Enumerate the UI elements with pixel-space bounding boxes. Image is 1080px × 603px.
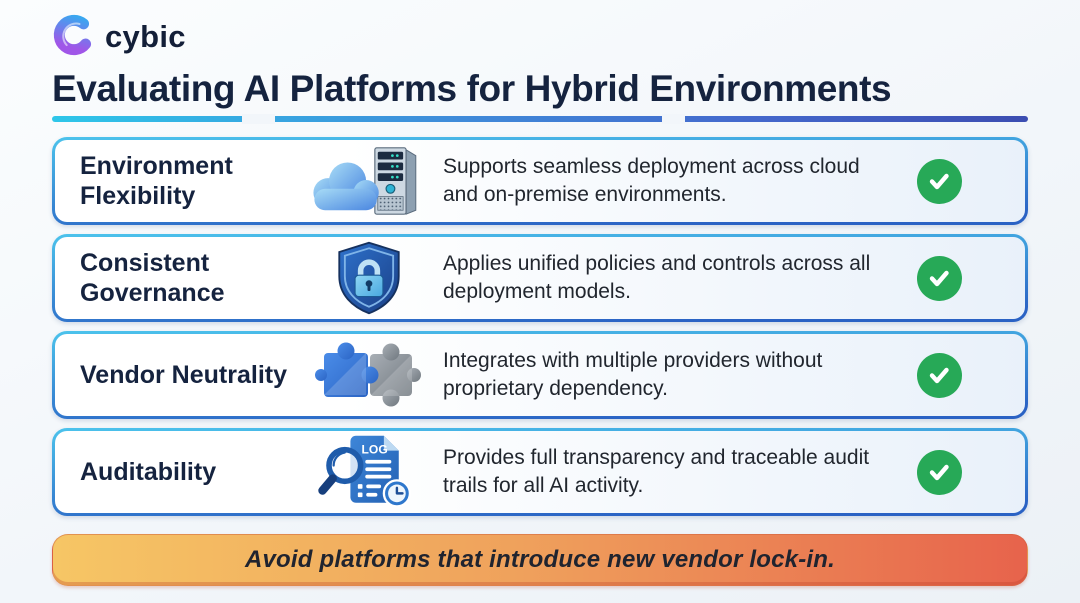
puzzle-pieces-icon: [295, 338, 443, 412]
criteria-row-auditability: Auditability LOG: [52, 428, 1028, 516]
row-title: Environment Flexibility: [80, 151, 233, 211]
cloud-server-icon: [295, 142, 443, 220]
warning-banner: Avoid platforms that introduce new vendo…: [52, 534, 1028, 586]
criteria-row-vendor-neutrality: Vendor Neutrality: [52, 331, 1028, 419]
row-title: Vendor Neutrality: [80, 360, 287, 389]
warning-banner-text: Avoid platforms that introduce new vendo…: [244, 546, 836, 573]
criteria-row-consistent-governance: Consistent Governance: [52, 234, 1028, 322]
shield-lock-icon: [295, 239, 443, 317]
page-title: Evaluating AI Platforms for Hybrid Envir…: [52, 68, 892, 109]
row-description: Supports seamless deployment across clou…: [443, 155, 860, 206]
row-description: Provides full transparency and traceable…: [443, 446, 870, 497]
brand-name: cybic: [105, 19, 186, 54]
cybic-swirl-logo-icon: [52, 13, 96, 62]
check-circle-icon: [891, 158, 987, 204]
criteria-list: Environment Flexibility: [52, 137, 1028, 516]
audit-log-magnifier-icon: LOG: [295, 432, 443, 512]
title-underline: [52, 114, 1028, 124]
criteria-row-environment-flexibility: Environment Flexibility: [52, 137, 1028, 225]
row-description: Applies unified policies and controls ac…: [443, 252, 871, 303]
check-circle-icon: [891, 449, 987, 495]
check-circle-icon: [891, 255, 987, 301]
brand-header: cybic: [52, 12, 1028, 62]
check-circle-icon: [891, 352, 987, 398]
row-title: Consistent Governance: [80, 248, 225, 308]
row-description: Integrates with multiple providers witho…: [443, 349, 823, 400]
row-title: Auditability: [80, 457, 217, 486]
log-label: LOG: [362, 442, 388, 456]
